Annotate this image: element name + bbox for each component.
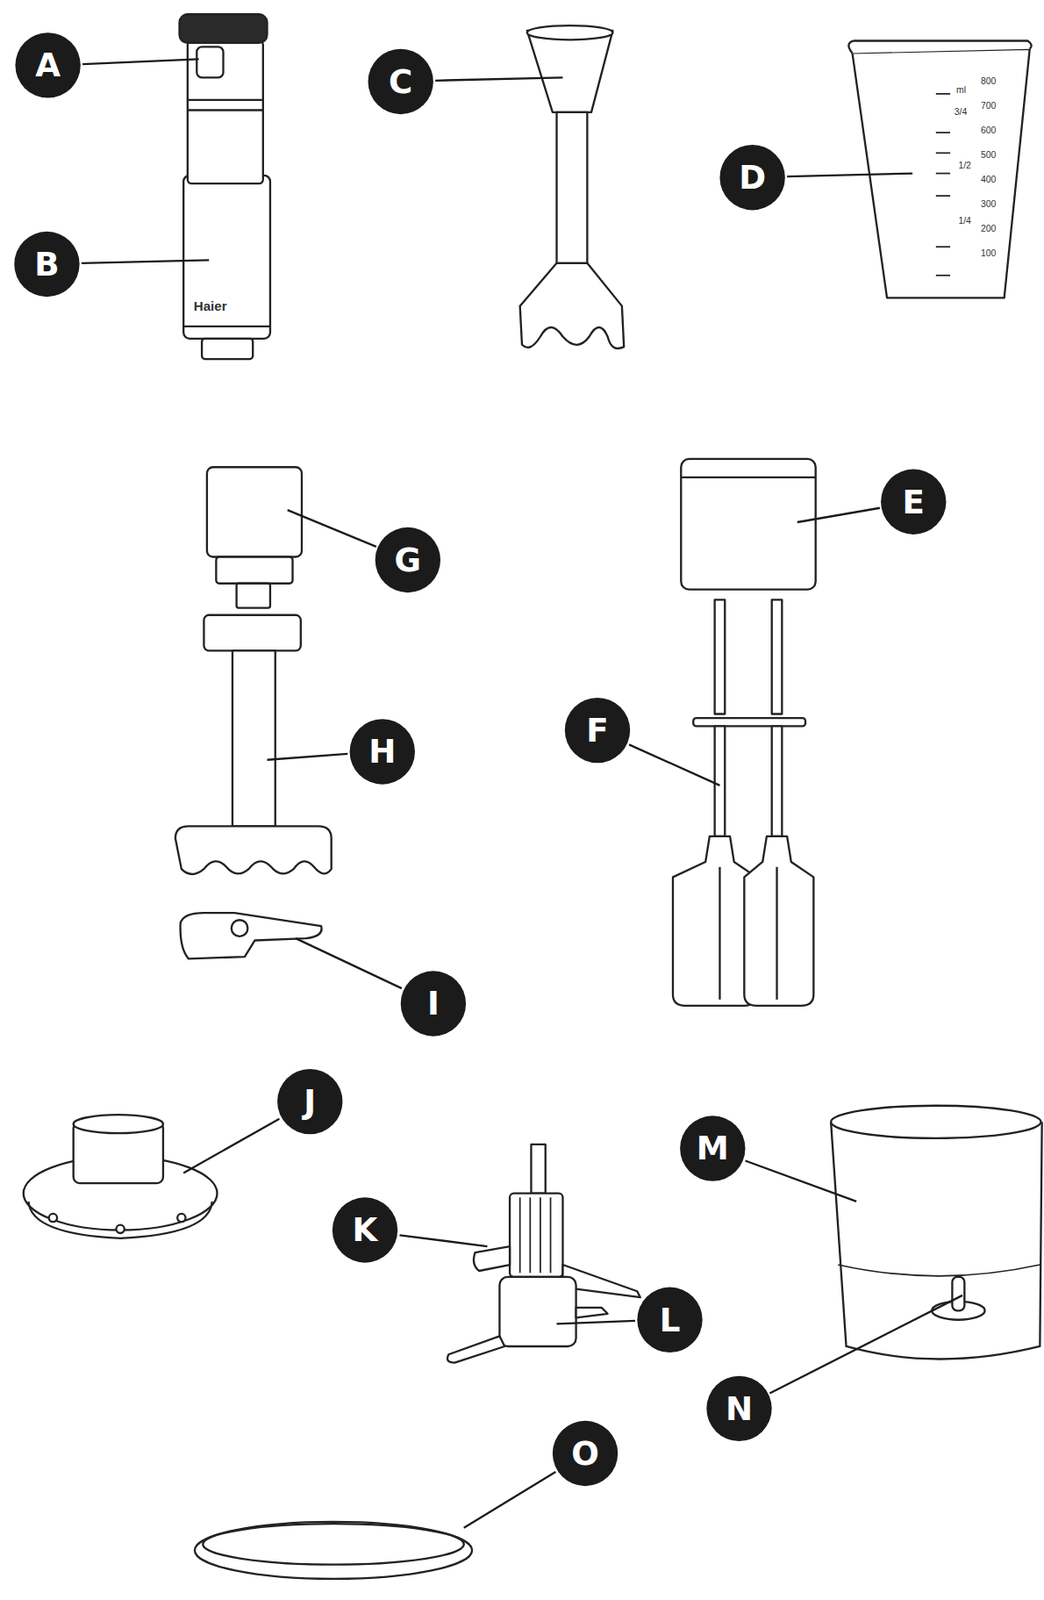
fraction-mark: 3/4 xyxy=(954,107,968,117)
leader-lines xyxy=(81,58,963,1527)
fraction-mark: 1/2 xyxy=(958,161,972,171)
callout-letter: H xyxy=(350,718,415,784)
whisk-adapter xyxy=(207,466,302,608)
small-clip xyxy=(180,912,322,959)
callout-letter: K xyxy=(332,1196,398,1262)
volume-mark: 700 xyxy=(980,101,996,111)
callout-letter: O xyxy=(552,1420,618,1486)
fraction-mark: 1/4 xyxy=(958,215,972,225)
callout-letter: I xyxy=(400,970,466,1036)
brand-label: Haier xyxy=(193,300,228,314)
volume-mark: 400 xyxy=(980,175,996,185)
unit-label: ml xyxy=(956,85,966,95)
callout-letter: E xyxy=(880,469,946,535)
callout-letter: J xyxy=(277,1068,343,1134)
callout-letter: A xyxy=(14,32,80,98)
volume-mark: 600 xyxy=(980,126,996,136)
measuring-cup xyxy=(848,40,1031,298)
whisk-gearbox xyxy=(680,458,816,590)
chopper-lid xyxy=(23,1114,218,1238)
callout-letter: M xyxy=(679,1115,745,1180)
bowl-base-ring xyxy=(194,1521,472,1579)
callout-letter: N xyxy=(706,1375,772,1441)
callout-letter: D xyxy=(719,144,785,210)
blender-shaft xyxy=(520,25,625,349)
callout-letter: L xyxy=(636,1287,702,1352)
callout-letter: G xyxy=(375,527,441,593)
volume-mark: 300 xyxy=(980,200,996,209)
callout-letter: B xyxy=(14,231,79,297)
chopper-bowl xyxy=(830,1105,1043,1359)
volume-mark: 200 xyxy=(980,224,996,234)
callout-letter: F xyxy=(564,697,630,763)
volume-mark: 100 xyxy=(980,249,996,258)
beaters xyxy=(672,599,814,1006)
volume-mark: 500 xyxy=(980,150,996,160)
motor-body xyxy=(179,14,271,359)
volume-mark: 800 xyxy=(980,77,996,86)
chopper-blade xyxy=(447,1144,641,1363)
callout-letter: C xyxy=(368,49,434,115)
masher-attachment xyxy=(175,614,332,874)
